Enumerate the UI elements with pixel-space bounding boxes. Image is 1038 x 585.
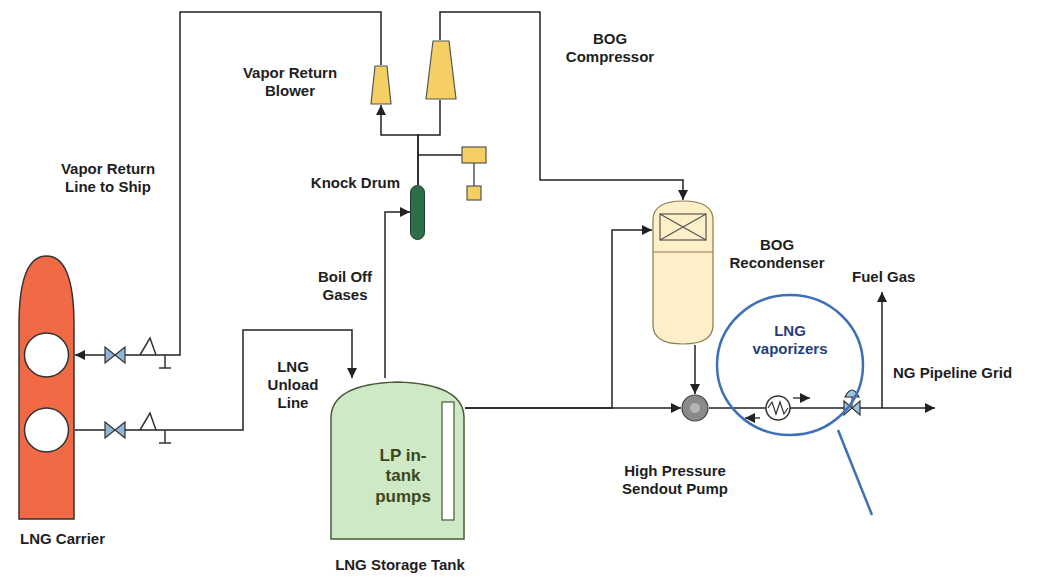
equipment-label: Vapor Return Blower [230,64,350,100]
vapor-blower-outline [370,65,392,105]
support-symbol [159,355,171,368]
heat-exchanger-coil [768,402,788,414]
loading-arm-symbol [140,413,156,430]
knock-drum-outline [410,185,425,240]
pipe-line [790,407,844,409]
pipe-connector [418,100,440,185]
magnifier-handle [838,430,872,515]
pipeline-outlet [860,407,935,409]
equipment-label: BOG Recondenser [720,236,834,272]
bog-recondenser: BOG Recondenser [652,200,714,345]
lng-carrier: LNG Carrier [18,255,75,520]
equipment-label: LNG Carrier [20,530,140,548]
pipe-connector [381,105,418,185]
fuel-gas-outlet [881,292,883,408]
lng-carrier-outline [18,255,75,520]
pipe-connector [385,212,410,378]
medium-outlet-arrow [793,397,810,398]
pipe-connector [465,230,652,408]
equipment-label: BOG Compressor [558,30,662,66]
flow-label: Vapor Return Line to Ship [46,160,170,196]
knock-drum: Knock Drum [410,185,425,240]
heat-exchanger-symbol [766,396,790,420]
vaporizer-callout-outline [715,293,865,437]
valve-symbol [105,347,125,363]
flow-label: Fuel Gas [852,268,932,286]
sendout-pump: High Pressure Sendout Pump [681,394,709,422]
flow-label: NG Pipeline Grid [893,364,1033,382]
support-symbol [159,430,171,443]
pipe-connector [75,330,352,430]
expander-symbol [462,147,486,163]
expander-base [467,186,481,200]
pipe-connector [465,407,681,409]
callout-label: LNG vaporizers [738,322,842,358]
flow-label: LNG Unload Line [258,358,328,412]
expander-stem [473,163,475,186]
pipe-line [715,407,766,409]
equipment-label: Knock Drum [286,174,400,192]
tank-label: LP in-tank pumps [366,446,440,507]
valve-symbol [105,422,125,438]
equipment-label: High Pressure Sendout Pump [610,462,740,498]
pipe-connector [694,345,696,394]
bog-recondenser-outline [652,200,714,345]
vapor-blower: Vapor Return Blower [370,65,392,105]
pipe-connector [440,12,683,200]
vaporizer-callout: LNG vaporizers [715,293,865,437]
pipe-line [418,154,462,156]
flow-label: Boil Off Gases [308,268,382,304]
bog-compressor-outline [425,40,457,100]
equipment-label: LNG Storage Tank [325,556,475,574]
storage-tank: LP in-tank pumpsLNG Storage Tank [330,378,465,540]
sendout-pump-outline [681,394,709,422]
medium-inlet-arrow [745,417,760,418]
pipe-connector [709,407,715,409]
loading-arm-symbol [140,338,156,355]
bog-compressor: BOG Compressor [425,40,457,100]
